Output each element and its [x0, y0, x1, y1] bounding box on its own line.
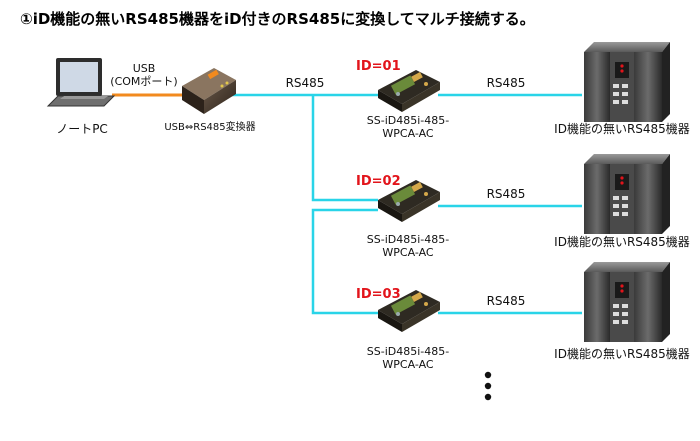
node-3-equipment-rack-icon — [584, 262, 670, 342]
com-port-label: (COMポート) — [110, 75, 177, 88]
converter-label: USB⇔RS485変換器 — [164, 120, 255, 133]
page-title: ①iD機能の無いRS485機器をiD付きのRS485に変換してマルチ接続する。 — [20, 10, 535, 28]
usb-rs485-converter-icon — [182, 68, 236, 114]
node-2-id: ID=02 — [356, 174, 401, 189]
node-3-converter-board-icon — [378, 290, 440, 332]
node-2-device-name-line2: WPCA-AC — [382, 246, 434, 259]
usb-label: USB — [133, 62, 156, 75]
node-3-rs485-label: RS485 — [487, 294, 526, 308]
node-3-equipment-label: ID機能の無いRS485機器 — [554, 346, 690, 361]
node-1-device-name-line2: WPCA-AC — [382, 127, 434, 140]
node-1-equipment-rack-icon — [584, 42, 670, 122]
node-1-converter-board-icon — [378, 70, 440, 112]
node-2-equipment-rack-icon — [584, 154, 670, 234]
pc-label: ノートPC — [56, 122, 108, 136]
node-2-rs485-label: RS485 — [487, 187, 526, 201]
node-3-id: ID=03 — [356, 287, 401, 302]
node-1-rs485-label: RS485 — [487, 76, 526, 90]
node-1-id: ID=01 — [356, 59, 401, 74]
bus-drop-3 — [311, 208, 378, 315]
node-2-device-name-line1: SS-iD485i-485- — [367, 233, 449, 246]
node-3-device-name-line1: SS-iD485i-485- — [367, 345, 449, 358]
node-1-equipment-label: ID機能の無いRS485機器 — [554, 121, 690, 136]
node-2-converter-board-icon — [378, 180, 440, 222]
laptop-icon — [46, 58, 116, 107]
trunk-rs485-label: RS485 — [286, 76, 325, 90]
node-3-device-name-line2: WPCA-AC — [382, 358, 434, 371]
bus-drop-2 — [311, 95, 378, 202]
node-1-device-name-line1: SS-iD485i-485- — [367, 114, 449, 127]
continuation-dots-icon — [484, 371, 492, 401]
node-2-equipment-label: ID機能の無いRS485機器 — [554, 234, 690, 249]
